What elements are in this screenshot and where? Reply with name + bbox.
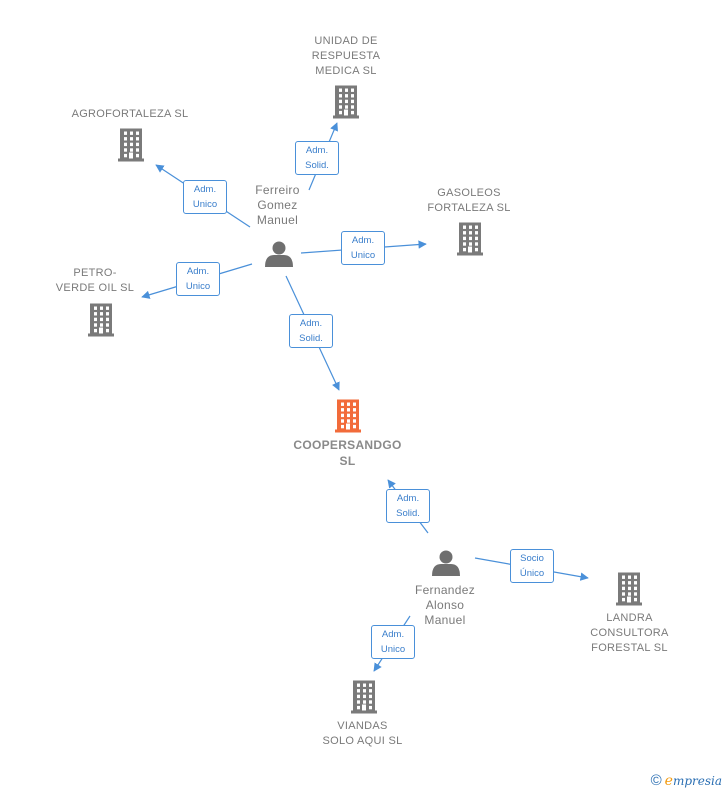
- company-label-landra[interactable]: LANDRA CONSULTORA FORESTAL SL: [590, 612, 669, 654]
- relation-label-p1-c_petro[interactable]: Adm. Unico: [176, 262, 220, 296]
- company-label-main[interactable]: COOPERSANDGO SL: [293, 438, 402, 468]
- company-building-icon[interactable]: [351, 680, 377, 714]
- relation-label-p2-c_viandas[interactable]: Adm. Unico: [371, 625, 415, 659]
- brand-logo-e: e: [664, 773, 673, 789]
- brand-logo-text: mpresia: [672, 774, 722, 788]
- company-building-icon[interactable]: [616, 572, 642, 606]
- person-icon[interactable]: [432, 550, 460, 577]
- company-building-icon[interactable]: [88, 303, 114, 337]
- company-building-icon[interactable]: [118, 128, 144, 162]
- company-label-unidad[interactable]: UNIDAD DE RESPUESTA MEDICA SL: [311, 35, 381, 77]
- company-building-icon[interactable]: [333, 85, 359, 119]
- relation-label-p1-c_agro[interactable]: Adm. Unico: [183, 180, 227, 214]
- empresia-footer: ©empresia: [651, 772, 722, 789]
- main-company-building-icon[interactable]: [335, 399, 361, 433]
- company-label-viandas[interactable]: VIANDAS SOLO AQUI SL: [322, 720, 403, 747]
- company-label-agro[interactable]: AGROFORTALEZA SL: [71, 108, 189, 120]
- company-label-gas[interactable]: GASOLEOS FORTALEZA SL: [427, 187, 511, 214]
- copyright-icon: ©: [650, 772, 662, 789]
- relation-label-p1-c_gas[interactable]: Adm. Unico: [341, 231, 385, 265]
- relation-label-p1-c_main[interactable]: Adm. Solid.: [289, 314, 333, 348]
- person-icon[interactable]: [265, 241, 293, 268]
- company-building-icon[interactable]: [457, 222, 483, 256]
- relation-label-p1-c_unidad[interactable]: Adm. Solid.: [295, 141, 339, 175]
- person-label-p1[interactable]: Ferreiro Gomez Manuel: [255, 183, 300, 227]
- relation-label-p2-c_main[interactable]: Adm. Solid.: [386, 489, 430, 523]
- relation-label-p2-c_landra[interactable]: Socio Único: [510, 549, 554, 583]
- person-label-p2[interactable]: Fernandez Alonso Manuel: [414, 583, 476, 627]
- company-label-petro[interactable]: PETRO- VERDE OIL SL: [55, 267, 135, 294]
